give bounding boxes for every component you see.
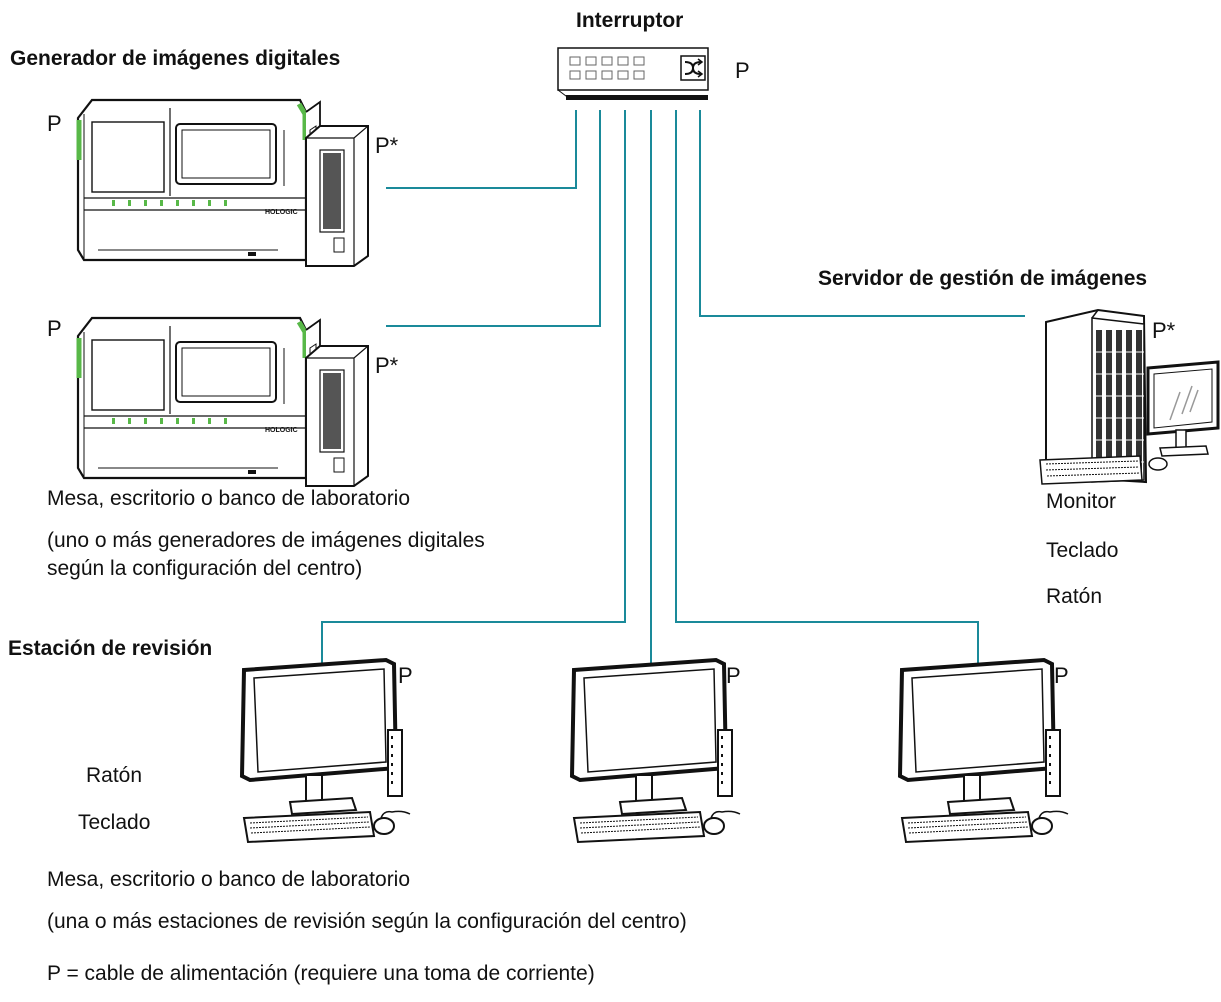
switch-device: [557, 47, 709, 100]
server-power-label: P*: [1152, 318, 1176, 343]
review-keyboard-label: Teclado: [78, 811, 151, 834]
imager-1-brand: HOLOGIC: [265, 209, 298, 216]
review-config-note: (una o más estaciones de revisión según …: [47, 910, 687, 933]
switch-title: Interruptor: [576, 9, 684, 32]
review-station-2: [570, 658, 742, 844]
cable-imager-1: [386, 110, 577, 189]
network-cables: [321, 110, 1025, 668]
imager-1-power-label: P: [47, 111, 62, 136]
cable-imager-2: [386, 110, 601, 327]
review-3-power-label: P: [1054, 663, 1069, 688]
review-station-1: [240, 658, 412, 844]
imagers-config-note-2: según la configuración del centro): [47, 557, 363, 580]
digital-imager-2: HOLOGIC: [78, 318, 320, 478]
imagers-title: Generador de imágenes digitales: [10, 47, 341, 70]
cable-review-3: [675, 110, 979, 668]
digital-imager-1: HOLOGIC: [78, 100, 320, 260]
review-2-power-label: P: [726, 663, 741, 688]
review-title: Estación de revisión: [8, 637, 213, 660]
server-title: Servidor de gestión de imágenes: [818, 267, 1148, 290]
review-station-3: [898, 658, 1070, 844]
review-1-power-label: P: [398, 663, 413, 688]
imager-2-computer: [305, 345, 369, 487]
imager-2-power-label: P: [47, 316, 62, 341]
imager-1-computer: [305, 125, 369, 267]
switch-power-label: P: [735, 58, 750, 83]
cable-review-1: [321, 110, 626, 668]
imager-1-computer-power-label: P*: [375, 133, 399, 158]
imager-2-computer-power-label: P*: [375, 353, 399, 378]
shuffle-icon: [680, 55, 706, 81]
review-table-note: Mesa, escritorio o banco de laboratorio: [47, 868, 411, 891]
imager-2-brand: HOLOGIC: [265, 427, 298, 434]
server-keyboard-label: Teclado: [1046, 539, 1119, 562]
imagers-config-note-1: (uno o más generadores de imágenes digit…: [47, 529, 485, 552]
power-legend: P = cable de alimentación (requiere una …: [47, 962, 595, 985]
imagers-table-note: Mesa, escritorio o banco de laboratorio: [47, 487, 411, 510]
server-mouse-label: Ratón: [1046, 585, 1103, 608]
cable-server: [699, 110, 1025, 317]
server: [1039, 308, 1220, 485]
server-monitor-label: Monitor: [1046, 490, 1117, 513]
review-mouse-label: Ratón: [86, 764, 143, 787]
